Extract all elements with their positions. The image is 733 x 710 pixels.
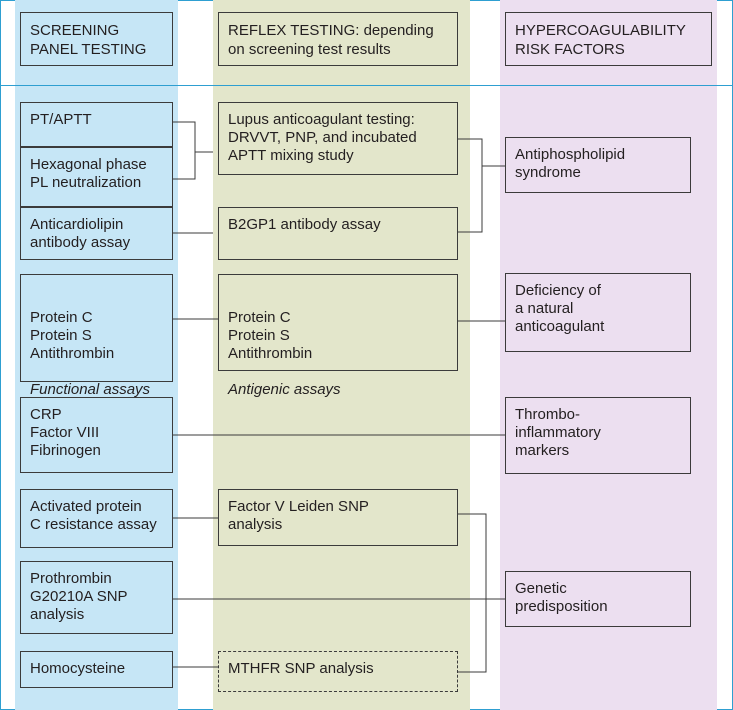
- header-divider: [0, 85, 733, 86]
- screening-inflammatory: CRP Factor VIII Fibrinogen: [20, 397, 173, 473]
- reflex-proteins-list: Protein C Protein S Antithrombin: [228, 309, 313, 362]
- screening-prothrombin: Prothrombin G20210A SNP analysis: [20, 561, 173, 634]
- risk-genetic: Genetic predisposition: [505, 571, 691, 627]
- risk-antiphospholipid: Antiphospholipid syndrome: [505, 137, 691, 193]
- reflex-factor-v-leiden: Factor V Leiden SNP analysis: [218, 489, 458, 546]
- reflex-lupus-anticoagulant: Lupus anticoagulant testing: DRVVT, PNP,…: [218, 102, 458, 175]
- header-screening: SCREENING PANEL TESTING: [20, 12, 173, 66]
- reflex-mthfr: MTHFR SNP analysis: [218, 651, 458, 692]
- connector-lupus-b2gp1-aps: [458, 138, 483, 233]
- screening-homocysteine: Homocysteine: [20, 651, 173, 688]
- screening-proteins-list: Protein C Protein S Antithrombin: [30, 309, 115, 362]
- screening-apc-resistance: Activated protein C resistance assay: [20, 489, 173, 548]
- header-risk: HYPERCOAGULABILITY RISK FACTORS: [505, 12, 712, 66]
- header-reflex: REFLEX TESTING: depending on screening t…: [218, 12, 458, 66]
- risk-thrombo-inflammatory: Thrombo- inflammatory markers: [505, 397, 691, 474]
- screening-proteins-note: Functional assays: [30, 381, 151, 398]
- screening-pt-aptt: PT/APTT: [20, 102, 173, 147]
- connector-fvl-mthfr: [458, 513, 487, 673]
- connector-pt-hex-lupus: [173, 121, 196, 180]
- reflex-b2gp1: B2GP1 antibody assay: [218, 207, 458, 260]
- screening-anticardiolipin: Anticardiolipin antibody assay: [20, 207, 173, 260]
- screening-hexagonal: Hexagonal phase PL neutralization: [20, 147, 173, 207]
- reflex-proteins: Protein C Protein S Antithrombin Antigen…: [218, 274, 458, 398]
- risk-deficiency: Deficiency of a natural anticoagulant: [505, 273, 691, 352]
- reflex-proteins-note: Antigenic assays: [228, 381, 341, 398]
- screening-proteins: Protein C Protein S Antithrombin Functio…: [20, 274, 173, 398]
